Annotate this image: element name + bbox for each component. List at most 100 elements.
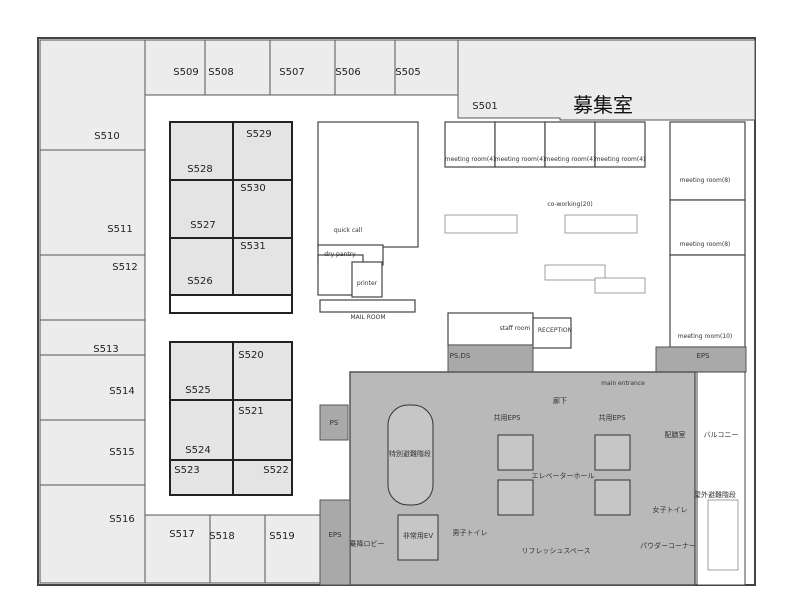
meeting-room-row: meeting room(4) meeting room(4) meeting … xyxy=(444,121,646,168)
building-core: PS EPS 廊下 main entrance 特別避難階段 共用EPS 共用E… xyxy=(319,371,746,586)
label-coworking: co-working(20) xyxy=(547,201,592,208)
label-meeting-room-1: meeting room(4) xyxy=(445,156,496,163)
elevator-1[interactable] xyxy=(497,434,534,471)
label-meeting-room-2: meeting room(4) xyxy=(495,156,546,163)
label-printer: printer xyxy=(357,280,378,287)
office-s518[interactable] xyxy=(209,514,266,584)
label-s514: S514 xyxy=(109,386,134,397)
label-s530: S530 xyxy=(240,183,265,194)
label-meeting-room-4: meeting room(4) xyxy=(595,156,646,163)
coworking-desk xyxy=(564,214,638,234)
office-s513[interactable] xyxy=(39,319,146,356)
office-s506[interactable] xyxy=(334,39,396,96)
label-s529: S529 xyxy=(246,129,271,140)
label-stair: 特別避難階段 xyxy=(389,449,431,458)
label-s525: S525 xyxy=(185,385,210,396)
office-s520[interactable] xyxy=(232,341,293,401)
plant-planter xyxy=(594,277,646,294)
label-powder-corner: パウダーコーナー xyxy=(640,541,696,550)
label-s507: S507 xyxy=(279,67,304,78)
label-eps-right: 共用EPS xyxy=(598,413,626,422)
left-offices: S510 S511 S512 S513 S514 S515 S516 xyxy=(39,39,146,584)
label-staff-room: staff room xyxy=(500,325,531,332)
label-psds: PS.DS xyxy=(450,352,471,360)
label-meeting-room-7: meeting room(10) xyxy=(678,333,733,340)
office-s510[interactable] xyxy=(39,39,146,151)
office-s514[interactable] xyxy=(39,354,146,421)
plant-planter xyxy=(544,264,606,281)
office-s517[interactable] xyxy=(144,514,211,584)
meeting-room-4[interactable] xyxy=(594,121,646,168)
printer-room[interactable] xyxy=(351,261,383,298)
label-s510: S510 xyxy=(94,131,119,142)
label-s512: S512 xyxy=(112,262,137,273)
label-pantry: 配膳室 xyxy=(665,430,686,439)
label-s515: S515 xyxy=(109,447,134,458)
office-s525[interactable] xyxy=(169,341,234,401)
inner-south-block: S520 S525 S521 S524 S523 S522 xyxy=(169,341,293,496)
mail-room[interactable] xyxy=(319,299,416,313)
label-s508: S508 xyxy=(208,67,233,78)
office-s523[interactable] xyxy=(169,459,234,496)
staff-room[interactable] xyxy=(447,312,534,346)
office-s516[interactable] xyxy=(39,484,146,584)
office-s508[interactable] xyxy=(204,39,271,96)
shared-area: quick call dry pantry printer MAIL ROOM … xyxy=(317,121,747,373)
label-balcony: バルコニー xyxy=(704,431,739,439)
label-s506: S506 xyxy=(335,67,360,78)
label-outdoor-stair: 屋外避難階段 xyxy=(694,490,736,499)
office-s515[interactable] xyxy=(39,419,146,486)
elevator-4[interactable] xyxy=(594,479,631,516)
office-s522[interactable] xyxy=(232,459,293,496)
label-s516: S516 xyxy=(109,514,134,525)
label-mail-room: MAIL ROOM xyxy=(350,314,385,321)
label-s527: S527 xyxy=(190,220,215,231)
office-s519[interactable] xyxy=(264,514,321,584)
label-corridor: 廊下 xyxy=(553,396,567,405)
elevator-3[interactable] xyxy=(594,434,631,471)
label-s531: S531 xyxy=(240,241,265,252)
label-core-eps: EPS xyxy=(328,531,342,539)
elevator-2[interactable] xyxy=(497,479,534,516)
reception[interactable] xyxy=(532,317,572,349)
meeting-room-6[interactable] xyxy=(669,199,746,256)
meeting-room-3[interactable] xyxy=(544,121,596,168)
outdoor-stair xyxy=(707,499,739,571)
emergency-elevator[interactable] xyxy=(397,514,439,561)
meeting-room-7[interactable] xyxy=(669,254,746,348)
label-s505: S505 xyxy=(395,67,420,78)
label-meeting-room-3: meeting room(4) xyxy=(545,156,596,163)
inner-north-block: S528 S529 S527 S530 S526 S531 xyxy=(169,121,293,314)
label-eps-left: 共用EPS xyxy=(493,413,521,422)
label-s521: S521 xyxy=(238,406,263,417)
label-s501: S501 xyxy=(472,101,497,112)
label-s519: S519 xyxy=(269,531,294,542)
bottom-offices: S517 S518 S519 xyxy=(144,514,321,584)
office-s521[interactable] xyxy=(232,399,293,461)
highlight-label: 募集室 xyxy=(573,93,633,117)
meeting-room-5[interactable] xyxy=(669,121,746,201)
stairwell xyxy=(387,404,434,506)
label-meeting-room-6: meeting room(8) xyxy=(680,241,731,248)
office-s505[interactable] xyxy=(394,39,459,96)
office-s501[interactable] xyxy=(457,39,756,121)
top-offices: S509 S508 S507 S506 S505 S501 募集室 xyxy=(144,39,756,121)
office-s511[interactable] xyxy=(39,149,146,256)
label-s528: S528 xyxy=(187,164,212,175)
meeting-room-2[interactable] xyxy=(494,121,546,168)
label-s513: S513 xyxy=(93,344,118,355)
label-refresh-space: リフレッシュスペース xyxy=(521,547,590,555)
office-s528[interactable] xyxy=(169,121,234,181)
coworking-desk xyxy=(444,214,518,234)
label-s511: S511 xyxy=(107,224,132,235)
label-emergency-ev: 非常用EV xyxy=(403,531,433,540)
office-s509[interactable] xyxy=(144,39,206,96)
label-s522: S522 xyxy=(263,465,288,476)
label-s518: S518 xyxy=(209,531,234,542)
label-quick-call: quick call xyxy=(334,227,363,234)
label-lobby: 乗降ロビー xyxy=(350,539,385,548)
label-ps: PS xyxy=(330,419,339,427)
lockers xyxy=(169,294,293,314)
label-s526: S526 xyxy=(187,276,212,287)
